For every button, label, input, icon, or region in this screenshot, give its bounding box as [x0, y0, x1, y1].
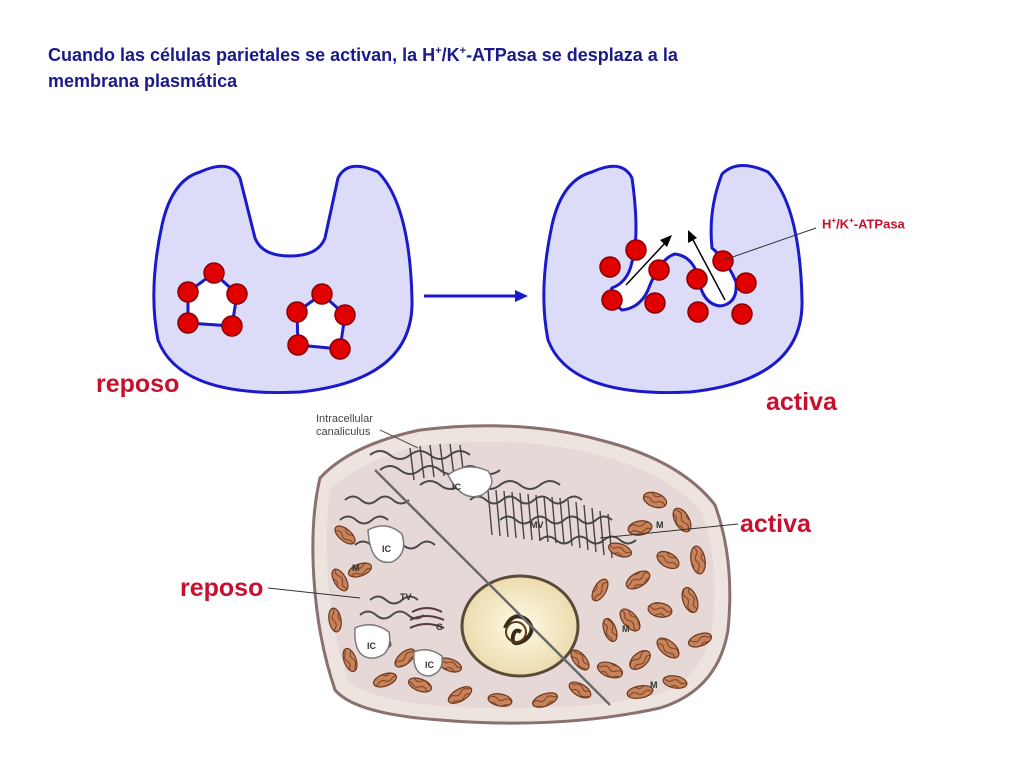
activation-arrow — [424, 290, 528, 302]
active-cell-body — [542, 164, 804, 395]
active-cell — [542, 164, 817, 395]
organelle-label: M — [352, 563, 360, 573]
organelle-label: M — [656, 520, 664, 530]
active-label-top: activa — [766, 388, 837, 416]
active-label-bottom: activa — [740, 510, 811, 538]
organelle-label: G — [436, 622, 443, 632]
mitochondria — [328, 491, 713, 708]
pump-label-pointer — [723, 227, 817, 261]
resting-cell — [152, 164, 414, 395]
canaliculus-leader — [379, 429, 419, 449]
canaliculus-label: Intracellular canaliculus — [316, 413, 373, 438]
dividing-line — [374, 469, 611, 706]
microvilli — [409, 443, 613, 559]
organelle-label: M — [650, 680, 658, 690]
organelle-label: IC — [382, 544, 392, 554]
organelle-label: IC — [367, 641, 377, 651]
pump-label: H+/K+-ATPasa — [822, 216, 905, 232]
parietal-cell-micrograph: IC MV M IC M TV G IC IC M M — [267, 424, 739, 725]
rest-leader — [267, 587, 361, 599]
resting-vesicle-left — [177, 262, 248, 337]
organelle-label: IC — [425, 660, 435, 670]
active-leader — [599, 523, 739, 539]
organelle-label: MV — [530, 520, 544, 530]
organelle-label: TV — [400, 592, 412, 602]
golgi — [409, 607, 445, 629]
rest-label-top: reposo — [96, 370, 180, 398]
canaliculi-cavities — [354, 466, 493, 677]
movement-arrows — [625, 230, 726, 301]
organelle-label: M — [622, 624, 630, 634]
nucleus — [460, 574, 580, 678]
resting-vesicle-right — [286, 283, 356, 360]
rest-label-bottom: reposo — [180, 574, 264, 602]
organelle-label: IC — [452, 482, 462, 492]
resting-cell-body — [152, 164, 414, 395]
page-title: Cuando las células parietales se activan… — [48, 45, 678, 91]
